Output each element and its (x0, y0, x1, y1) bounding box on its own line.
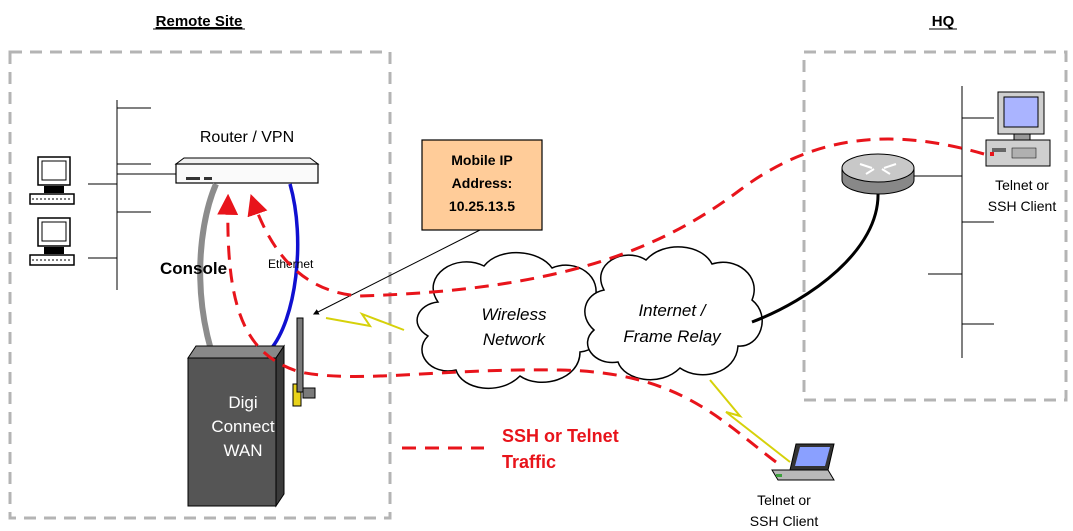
hq-router-icon (841, 153, 915, 195)
laptop-client-line1: Telnet or (757, 492, 811, 508)
wireless-label-line1: Wireless (481, 305, 547, 324)
ethernet-cable (268, 183, 300, 352)
remote-site-title: Remote Site (156, 13, 243, 30)
legend-line1: SSH or Telnet (502, 426, 619, 446)
antenna-icon (296, 317, 316, 399)
mobile-ip-pointer (312, 229, 481, 315)
hq-lan-bus (914, 86, 994, 358)
digi-label-line1: Digi (228, 393, 257, 412)
mobile-ip-line3: 10.25.13.5 (449, 198, 515, 214)
wan-link (751, 191, 880, 324)
workstation-icon (29, 217, 75, 266)
mobile-ip-line1: Mobile IP (451, 152, 512, 168)
digi-label-line2: Connect (211, 417, 275, 436)
laptop-icon (771, 443, 835, 481)
traffic-path-hq-to-router (247, 137, 985, 298)
laptop-client-line2: SSH Client (750, 513, 819, 529)
remote-lan-bus (88, 100, 176, 290)
internet-label-line2: Frame Relay (623, 327, 722, 346)
internet-frame-relay-cloud (584, 246, 763, 381)
hq-client-line2: SSH Client (988, 198, 1057, 214)
legend-line2: Traffic (502, 452, 556, 472)
wireless-signal-icon (709, 379, 791, 463)
remote-site-boundary (8, 50, 392, 520)
traffic-path-laptop-to-router (217, 193, 777, 464)
hq-pc-icon (985, 91, 1051, 167)
hq-client-line1: Telnet or (995, 177, 1049, 193)
internet-label-line1: Internet / (638, 301, 707, 320)
wireless-signal-icon (325, 311, 405, 331)
digi-label-line3: WAN (223, 441, 262, 460)
workstation-icon (29, 156, 75, 205)
console-label: Console (160, 259, 227, 278)
router-label: Router / VPN (200, 129, 294, 146)
hq-boundary (802, 50, 1068, 402)
mobile-ip-line2: Address: (452, 175, 513, 191)
hq-title: HQ (932, 13, 955, 30)
mobile-ip-callout (421, 139, 543, 231)
router-vpn-icon (174, 157, 320, 184)
wireless-network-cloud (416, 252, 606, 390)
wireless-label-line2: Network (483, 330, 547, 349)
digi-connect-wan-device (187, 344, 302, 508)
